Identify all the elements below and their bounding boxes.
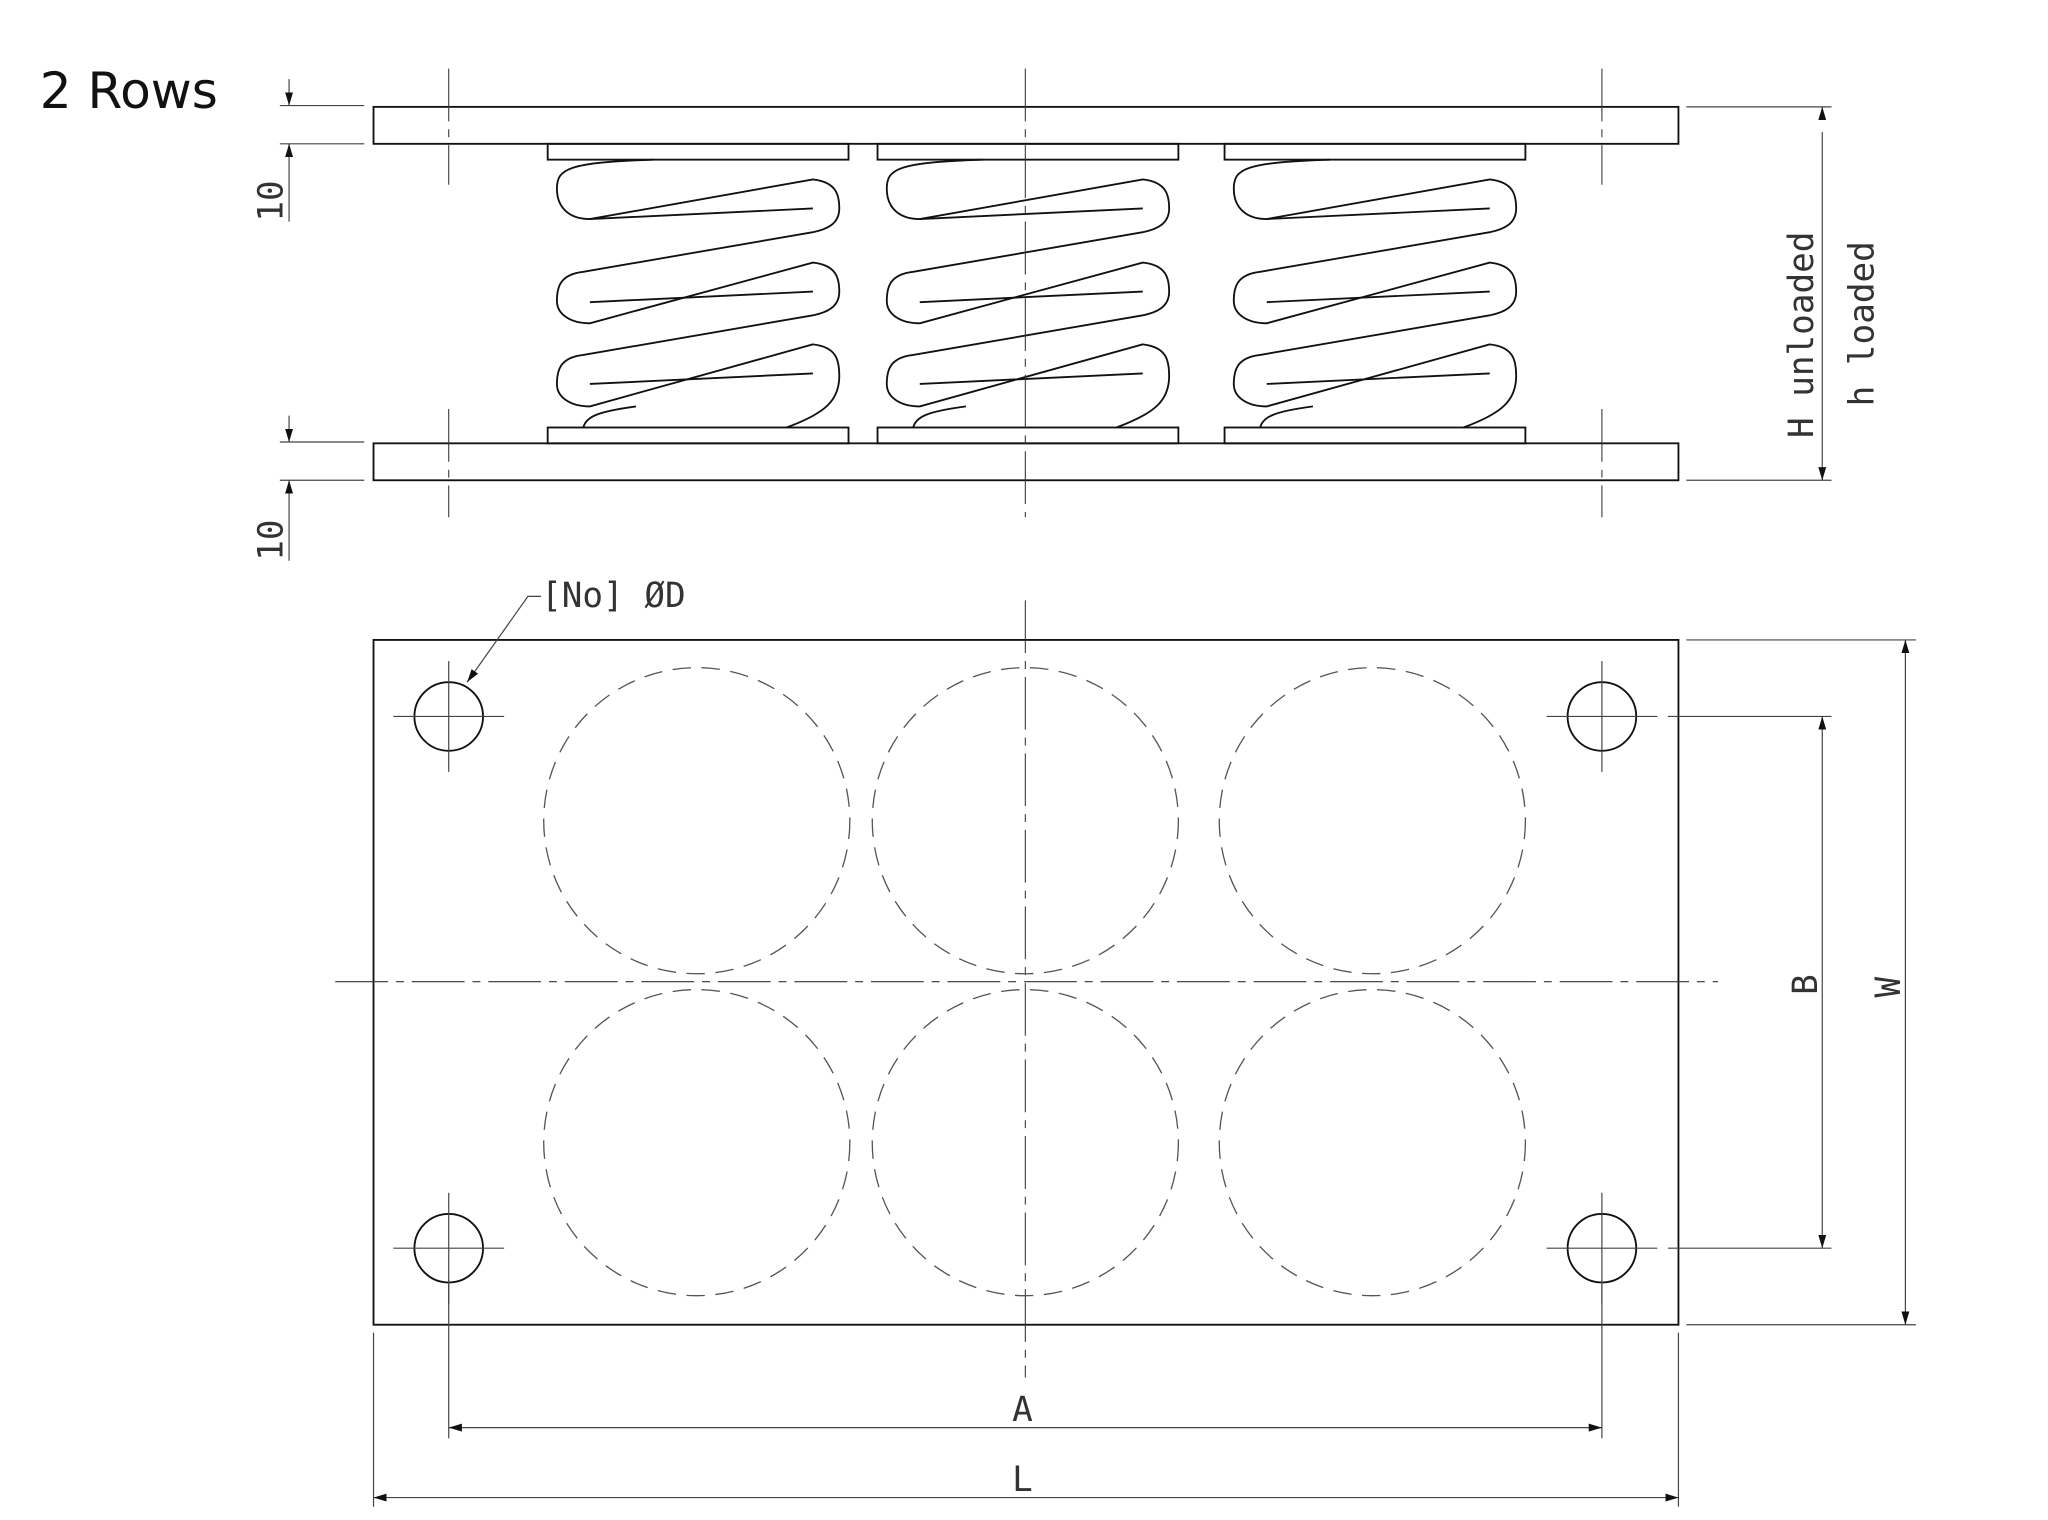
- spring-bottom-seat: [876, 426, 1180, 445]
- b-label: B: [1786, 974, 1826, 995]
- spring-footprint-circle: [871, 666, 1180, 975]
- spring-bottom-seat: [1223, 426, 1527, 445]
- height-dimension: H unloaded h loaded: [1686, 106, 1883, 481]
- spring-footprint-circle: [543, 666, 851, 975]
- hole-callout: [No] ØD: [466, 576, 686, 683]
- spring-footprint-circle: [543, 988, 851, 1297]
- base-plate-plan: [372, 639, 1680, 1326]
- spring-top-seat: [876, 142, 1180, 161]
- l-dimension: L: [372, 1332, 1680, 1507]
- a-label: A: [1012, 1390, 1033, 1430]
- spring-back-strands: [1259, 207, 1490, 428]
- spring-footprint-circle: [1218, 988, 1527, 1297]
- hole-callout-label: [No] ØD: [541, 576, 686, 616]
- b-dimension: B: [1667, 715, 1832, 1249]
- spring-coil: [885, 158, 1171, 429]
- bottom-plate: [372, 442, 1680, 482]
- top-plate-dimension: 10: [251, 79, 365, 222]
- h-unloaded-label: H unloaded: [1782, 232, 1822, 438]
- w-dimension: W: [1686, 639, 1916, 1326]
- spring-back-strands: [912, 207, 1143, 428]
- spring-footprint-circle: [1218, 666, 1527, 975]
- spring-back-strands: [582, 207, 813, 428]
- h-loaded-label: h loaded: [1843, 241, 1883, 406]
- top-plate: [372, 105, 1680, 145]
- a-dimension: A: [448, 1279, 1603, 1439]
- drawing-title: 2 Rows: [40, 61, 218, 120]
- top-plate-thickness-label: 10: [251, 180, 291, 221]
- bottom-plate-dimension: 10: [251, 415, 365, 561]
- spring-top-seat: [1223, 142, 1527, 161]
- spring: [546, 142, 850, 445]
- spring: [876, 142, 1180, 445]
- spring-footprints: [543, 666, 1527, 1297]
- spring-footprint-circle: [871, 988, 1180, 1297]
- bottom-plate-thickness-label: 10: [251, 519, 291, 560]
- w-label: W: [1869, 977, 1909, 998]
- l-label: L: [1012, 1460, 1033, 1500]
- spring-coil: [555, 158, 841, 429]
- spring-top-seat: [546, 142, 850, 161]
- spring-coil: [1232, 158, 1518, 429]
- spring: [1223, 142, 1527, 445]
- springs-side-view: [546, 142, 1527, 445]
- spring-bottom-seat: [546, 426, 850, 445]
